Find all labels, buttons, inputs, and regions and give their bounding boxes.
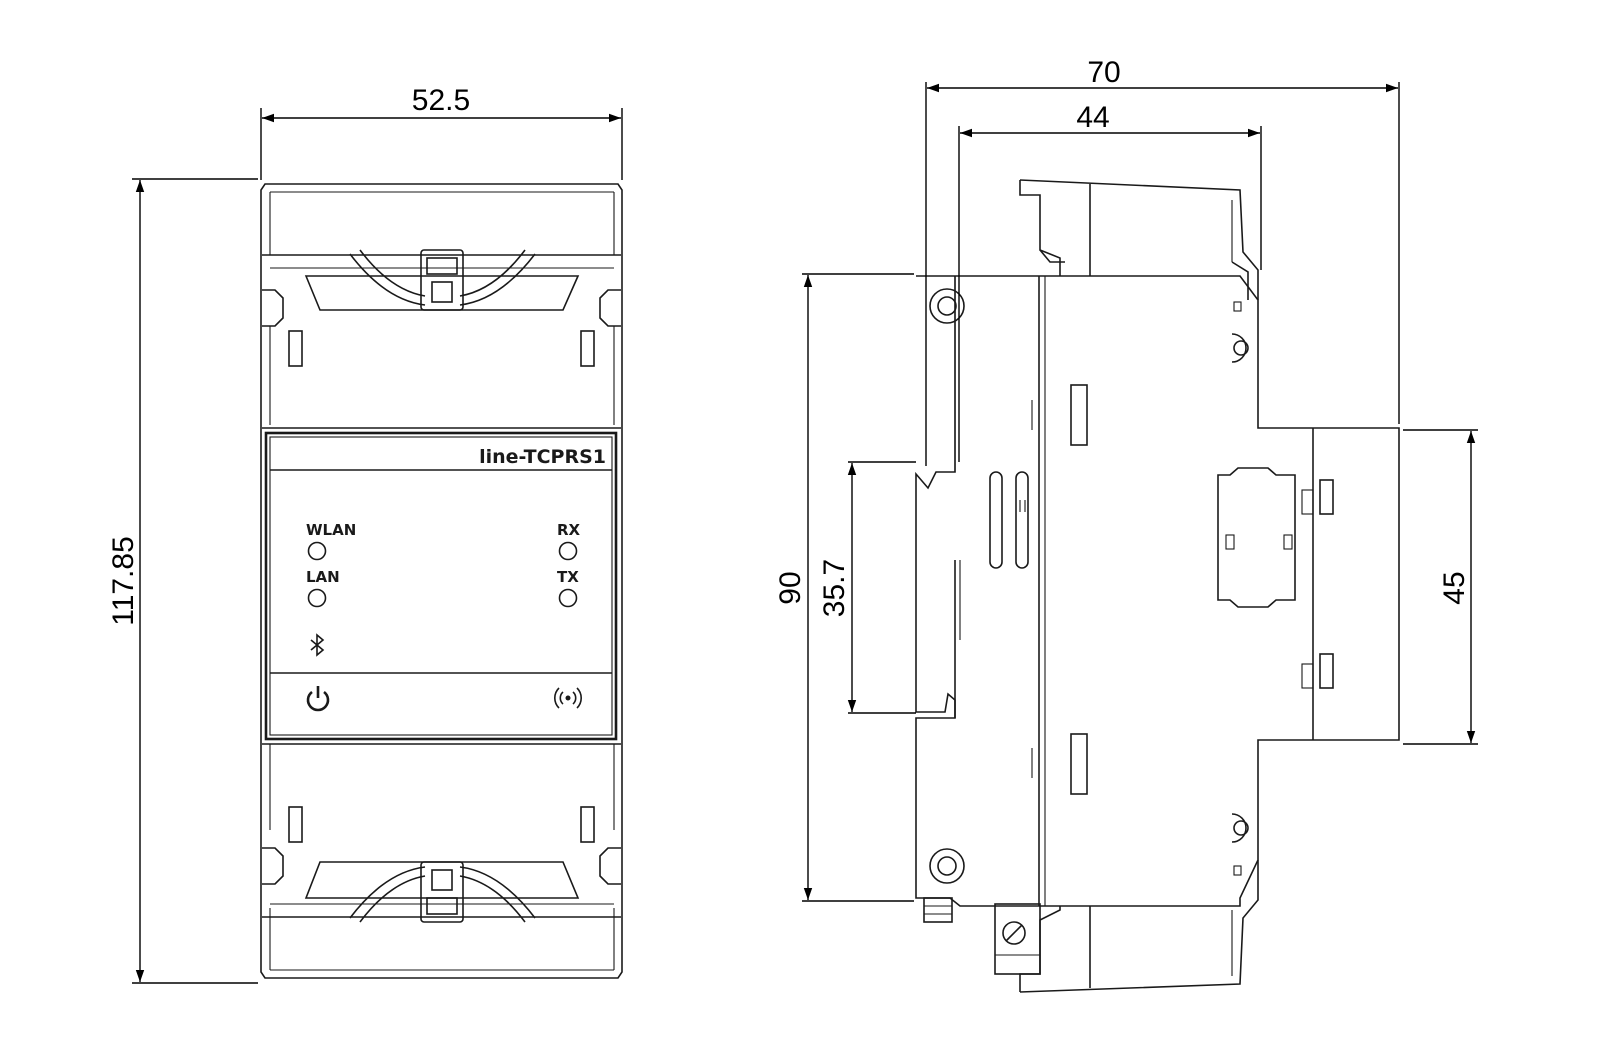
lan-led-icon: [307, 588, 327, 608]
side-height-value: 90: [774, 571, 807, 604]
front-height-value-side: 45: [1438, 571, 1471, 604]
front-view: line-TCPRS1 WLAN LAN RX TX: [107, 84, 623, 984]
side-mounting-holes: [929, 288, 1249, 884]
rx-led-icon: [558, 541, 578, 561]
side-slots: [989, 384, 1088, 795]
side-bottom-clip: [923, 860, 1259, 993]
side-top-clip: [1019, 179, 1259, 300]
front-top-terminal-block: [262, 249, 621, 425]
front-bottom-terminal-block: [262, 744, 621, 923]
wireless-signal-icon: [554, 687, 582, 709]
dimension-side-body-depth: 44: [958, 101, 1262, 462]
front-width-value: 52.5: [412, 84, 470, 117]
model-label: line-TCPRS1: [479, 446, 606, 468]
dimension-front-height: 117.85: [107, 178, 258, 984]
front-housing-outline: [260, 183, 623, 979]
side-connector: [1217, 428, 1334, 740]
bluetooth-icon: [310, 633, 325, 657]
lan-label: LAN: [306, 568, 340, 586]
front-height-value: 117.85: [107, 536, 140, 626]
side-view: 70 44 90 35.7 45: [774, 56, 1478, 993]
dimension-side-front-height: 45: [1403, 429, 1478, 745]
body-depth-value: 44: [1076, 101, 1109, 134]
power-icon: [306, 686, 330, 712]
rx-label: RX: [557, 521, 581, 539]
dimension-side-height: 90: [774, 273, 914, 902]
wlan-label: WLAN: [306, 521, 356, 539]
dimension-side-inner-height: 35.7: [818, 461, 916, 714]
front-panel: [262, 427, 621, 745]
overall-depth-value: 70: [1087, 56, 1120, 89]
tx-led-icon: [558, 588, 578, 608]
dimension-side-overall-depth: 70: [925, 56, 1400, 466]
side-housing-outline: [915, 275, 1400, 907]
inner-height-value: 35.7: [818, 559, 851, 617]
dimension-front-width: 52.5: [260, 84, 623, 180]
wlan-led-icon: [307, 541, 327, 561]
tx-label: TX: [557, 568, 579, 586]
